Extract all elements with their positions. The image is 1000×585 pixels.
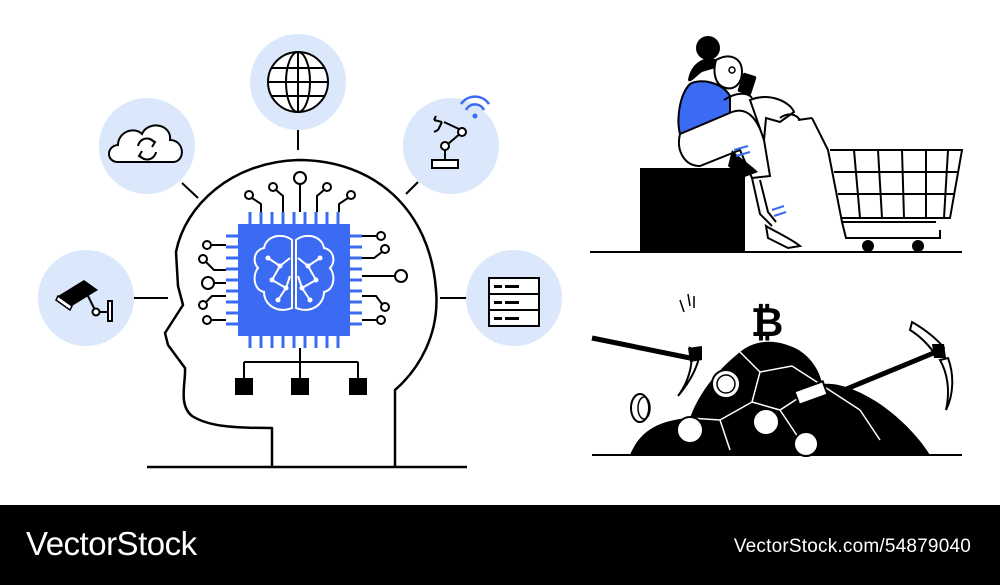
bitcoin-symbol: ₿ [751,300,784,346]
server-icon [488,277,540,327]
head-outline [163,158,438,467]
watermark-footer: VectorStock VectorStock.com/54879040 [0,505,1000,585]
security-camera-icon [55,280,113,322]
illustration-canvas: ₿ [38,34,964,469]
globe-icon [267,51,329,113]
vectorstock-logo: VectorStock [26,525,197,562]
shopping-cart-icon [811,117,964,252]
woman-figure [677,36,813,250]
pickaxe-right-icon [843,320,954,411]
cpu-chip [238,224,350,336]
cloud-sync-icon [108,124,183,163]
ai-head-illustration [38,34,562,469]
black-cube [640,168,745,252]
pickaxe-left-icon [591,293,702,397]
rock-pile [630,341,930,455]
image-url: VectorStock.com/54879040 [733,536,971,557]
shopping-illustration [590,36,964,253]
bitcoin-coins [630,369,829,457]
wifi-icon [459,95,491,119]
bitcoin-mining-illustration: ₿ [591,293,962,457]
robot-arm-icon [431,115,467,169]
